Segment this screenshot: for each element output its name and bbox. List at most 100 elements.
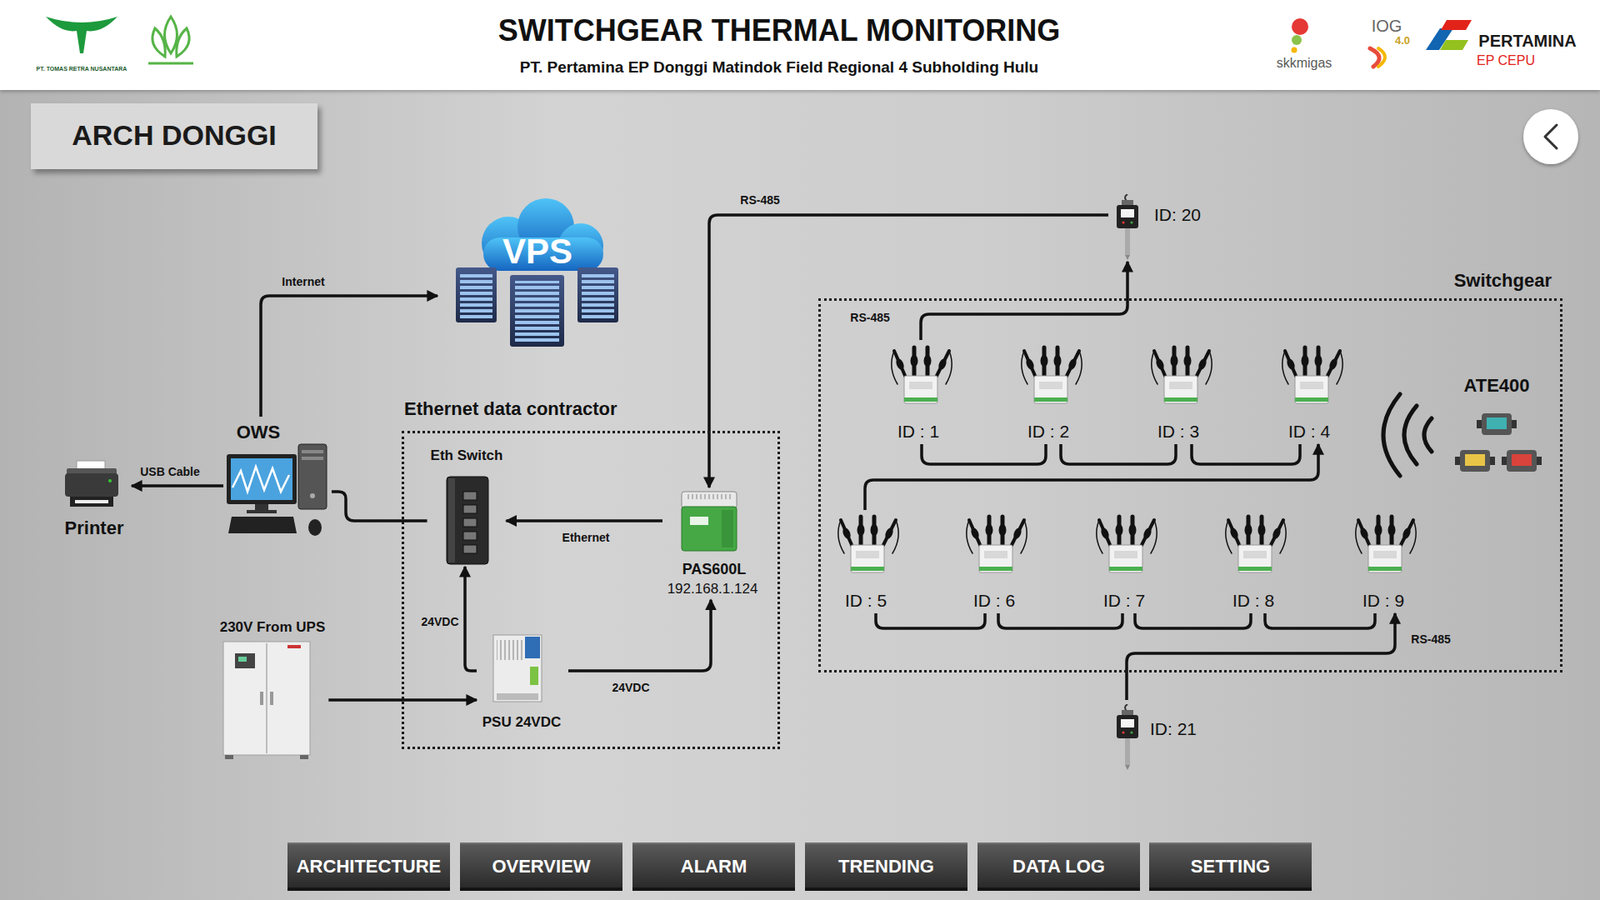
- gateway-device: PAS600L192.168.1.124: [662, 487, 767, 600]
- page-subtitle: PT. Pertamina EP Donggi Matindok Field R…: [520, 58, 1039, 77]
- node-sublabel: 192.168.1.124: [667, 580, 759, 598]
- connector: [260, 295, 438, 417]
- network-switch: Eth Switch: [427, 445, 507, 567]
- node-label: ID : 8: [1232, 590, 1275, 611]
- printer-icon: [65, 460, 119, 507]
- connector-label: RS-485: [740, 193, 780, 207]
- node-label: ARCH DONGGI: [71, 119, 277, 152]
- node-label: VPS: [502, 231, 573, 272]
- wireless-sensor: ID : 6: [954, 510, 1038, 614]
- node-label: ID : 5: [845, 590, 887, 611]
- connector: [505, 519, 663, 523]
- connector: [865, 444, 1319, 510]
- connector-label: 24VDC: [611, 680, 650, 695]
- page-title: SWITCHGEAR THERMAL MONITORING: [498, 13, 1061, 48]
- connector: [568, 600, 711, 671]
- connector: [1265, 613, 1375, 629]
- connector: [1126, 613, 1395, 700]
- connector-label: Internet: [281, 275, 325, 289]
- receiver-devices: [1455, 413, 1542, 472]
- node-label: ID : 2: [1027, 421, 1070, 442]
- workstation-computer: [226, 444, 327, 536]
- psu-icon: [493, 635, 542, 702]
- group-box: Switchgear ID : 1 ID : 2 ID : 3 ID : 4 ATE400…: [818, 266, 1563, 673]
- temperature-probe: ID: 20: [1108, 191, 1213, 262]
- logo-caption: PT. TOMAS RETRA NUSANTARA: [36, 65, 128, 73]
- connector: [998, 613, 1123, 629]
- wireless-sensor: ID : 5: [825, 510, 910, 614]
- node-label: Ethernet data contractor: [404, 398, 618, 420]
- node-label: ID: 20: [1154, 205, 1201, 225]
- node-label: ID : 9: [1362, 590, 1405, 611]
- logo-text: IOG: [1371, 16, 1403, 36]
- node-label: Switchgear: [1454, 270, 1552, 291]
- ups-cabinet: 230V From UPS: [216, 616, 330, 760]
- wireless-sensor: ID : 4: [1270, 340, 1354, 445]
- printer: Printer: [60, 456, 132, 542]
- node-label: DATA LOG: [1012, 855, 1105, 877]
- logo-text: EP CEPU: [1476, 53, 1535, 69]
- nav-button: DATA LOG: [977, 842, 1140, 888]
- connector: [875, 613, 985, 629]
- node-label: ALARM: [680, 855, 747, 877]
- wireless-waves: [1383, 394, 1432, 476]
- company-logo-left: [45, 16, 118, 54]
- sensor-receiver: ATE400: [1454, 372, 1541, 484]
- connector: [921, 444, 1046, 465]
- logo-text: 4.0: [1395, 35, 1410, 48]
- group-box: Ethernet data contractorEth SwitchPAS600…: [401, 398, 780, 750]
- connector-label: USB Cable: [140, 465, 200, 479]
- connector: [1191, 444, 1300, 465]
- logo-text: skkmigas: [1276, 55, 1333, 71]
- connector: [709, 215, 1109, 488]
- wireless-sensor: ID : 7: [1084, 510, 1168, 614]
- connector-label: RS-485: [1410, 632, 1450, 646]
- view-title-panel: ARCH DONGGI: [30, 103, 318, 170]
- node-label: ID : 1: [897, 421, 940, 442]
- node-label: ID : 6: [973, 590, 1015, 611]
- power-supply: PSU 24VDC: [476, 626, 569, 734]
- connector: [1135, 613, 1251, 629]
- connector-label: 24VDC: [420, 615, 459, 629]
- connector-label: RS-485: [850, 310, 890, 325]
- nav-button: SETTING: [1149, 842, 1312, 888]
- connector: [465, 566, 477, 671]
- nav-button: ALARM: [632, 842, 795, 888]
- logo-text: PERTAMINA: [1478, 31, 1576, 51]
- node-label: OWS: [236, 421, 281, 443]
- node-label: PAS600L: [682, 560, 747, 579]
- connector: [1060, 444, 1176, 465]
- node-label: Printer: [65, 517, 125, 539]
- nav-button: ARCHITECTURE: [287, 842, 450, 888]
- wireless-sensor: ID : 2: [1009, 340, 1093, 445]
- cloud-servers: [455, 198, 619, 347]
- iog-logo: [1370, 48, 1385, 67]
- node-label: ID : 3: [1157, 421, 1200, 442]
- wireless-sensors: [838, 347, 1416, 573]
- node-label: TRENDING: [838, 855, 935, 877]
- gateway-icon: [681, 491, 737, 551]
- node-label: ATE400: [1463, 375, 1530, 396]
- node-label: ID : 7: [1103, 590, 1145, 611]
- node-label: SETTING: [1190, 855, 1270, 877]
- connector: [920, 261, 1128, 340]
- node-label: ID : 4: [1288, 421, 1330, 442]
- connector: [331, 491, 428, 521]
- company-logo-leaf: [148, 16, 194, 64]
- cloud-server: VPS: [437, 200, 621, 349]
- wireless-sensor: ID : 1: [879, 340, 963, 445]
- switch-icon: [446, 476, 489, 565]
- node-label: Eth Switch: [430, 447, 504, 465]
- pertamina-logo: [1425, 20, 1472, 50]
- ups-cabinet: [223, 641, 310, 760]
- connector-label: Ethernet: [562, 530, 610, 545]
- wireless-sensor: ID : 3: [1139, 340, 1223, 445]
- connector: [131, 484, 224, 488]
- nav-button: TRENDING: [805, 842, 968, 888]
- back-button: [1523, 109, 1579, 165]
- temperature-probe: ID: 21: [1108, 700, 1209, 774]
- node-label: OVERVIEW: [491, 855, 590, 877]
- node-label: ID: 21: [1150, 719, 1197, 740]
- node-label: ARCHITECTURE: [296, 855, 442, 877]
